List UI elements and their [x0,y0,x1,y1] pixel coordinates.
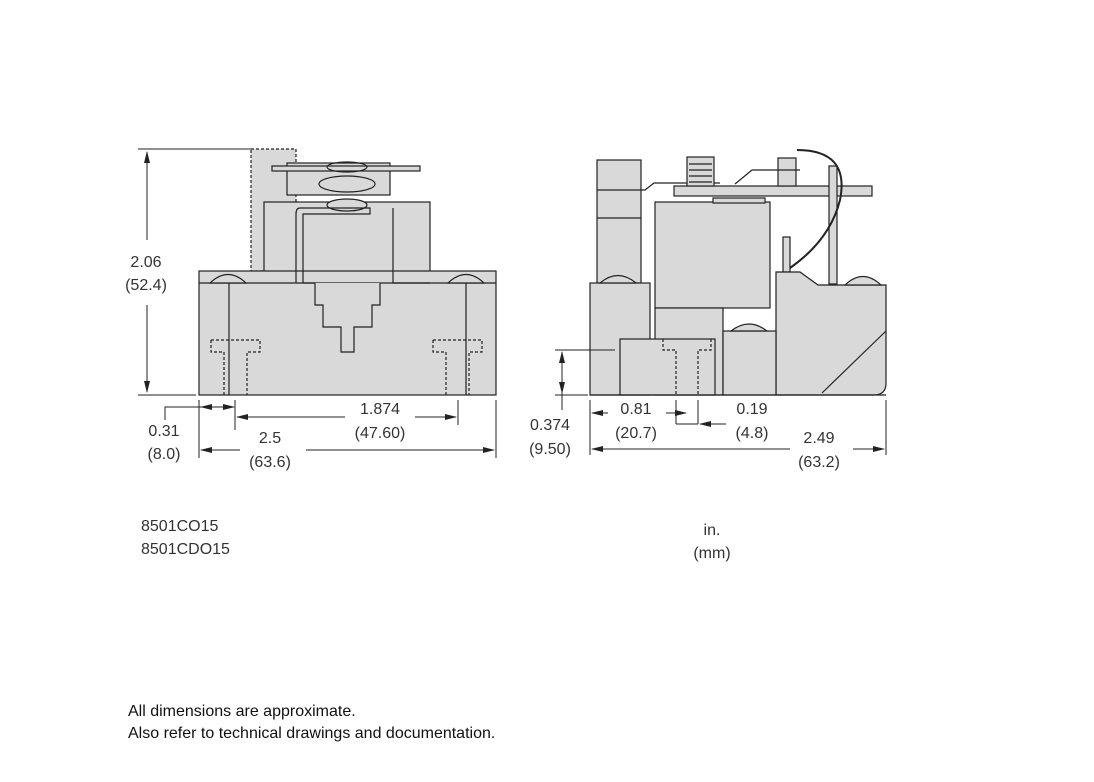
height-mm: (52.4) [125,277,167,294]
mount-height-mm: (9.50) [529,441,571,458]
side-dimensions [555,349,887,455]
width-mm: (63.6) [249,454,291,471]
front-upper-housing [263,201,431,273]
units-primary: in. [703,522,721,539]
side-coil-column [596,159,642,284]
side-width-in: 2.49 [803,430,835,447]
height-in: 2.06 [130,254,162,271]
side-width-mm: (63.2) [798,454,840,471]
side-armature [673,185,873,197]
side-offset-mm: (20.7) [615,425,657,442]
spring-icon [686,156,715,187]
mount-height-in: 0.374 [529,417,571,434]
offset-in: 0.31 [148,423,180,440]
screw-icon [843,275,883,286]
spacing-mm: (47.60) [354,425,406,442]
width-in: 2.5 [258,430,282,447]
screw-icon [208,273,248,284]
screw-icon [446,273,486,284]
front-view [198,148,497,396]
units-secondary: (mm) [693,545,731,562]
screw-icon [598,274,638,284]
slot-in: 0.19 [736,401,768,418]
front-top-plate [271,165,421,172]
spacing-in: 1.874 [359,401,401,418]
slot-mm: (4.8) [735,425,769,442]
offset-mm: (8.0) [147,446,181,463]
front-dimensions [138,148,497,458]
side-view [589,149,887,396]
side-right-block [775,271,887,396]
note-approximate: All dimensions are approximate. [128,703,356,720]
screw-icon [729,323,769,332]
part-number: 8501CDO15 [141,541,230,558]
side-magnet-housing [654,201,771,309]
part-number: 8501CO15 [141,518,219,535]
side-offset-in: 0.81 [620,401,652,418]
note-refer: Also refer to technical drawings and doc… [128,725,496,742]
